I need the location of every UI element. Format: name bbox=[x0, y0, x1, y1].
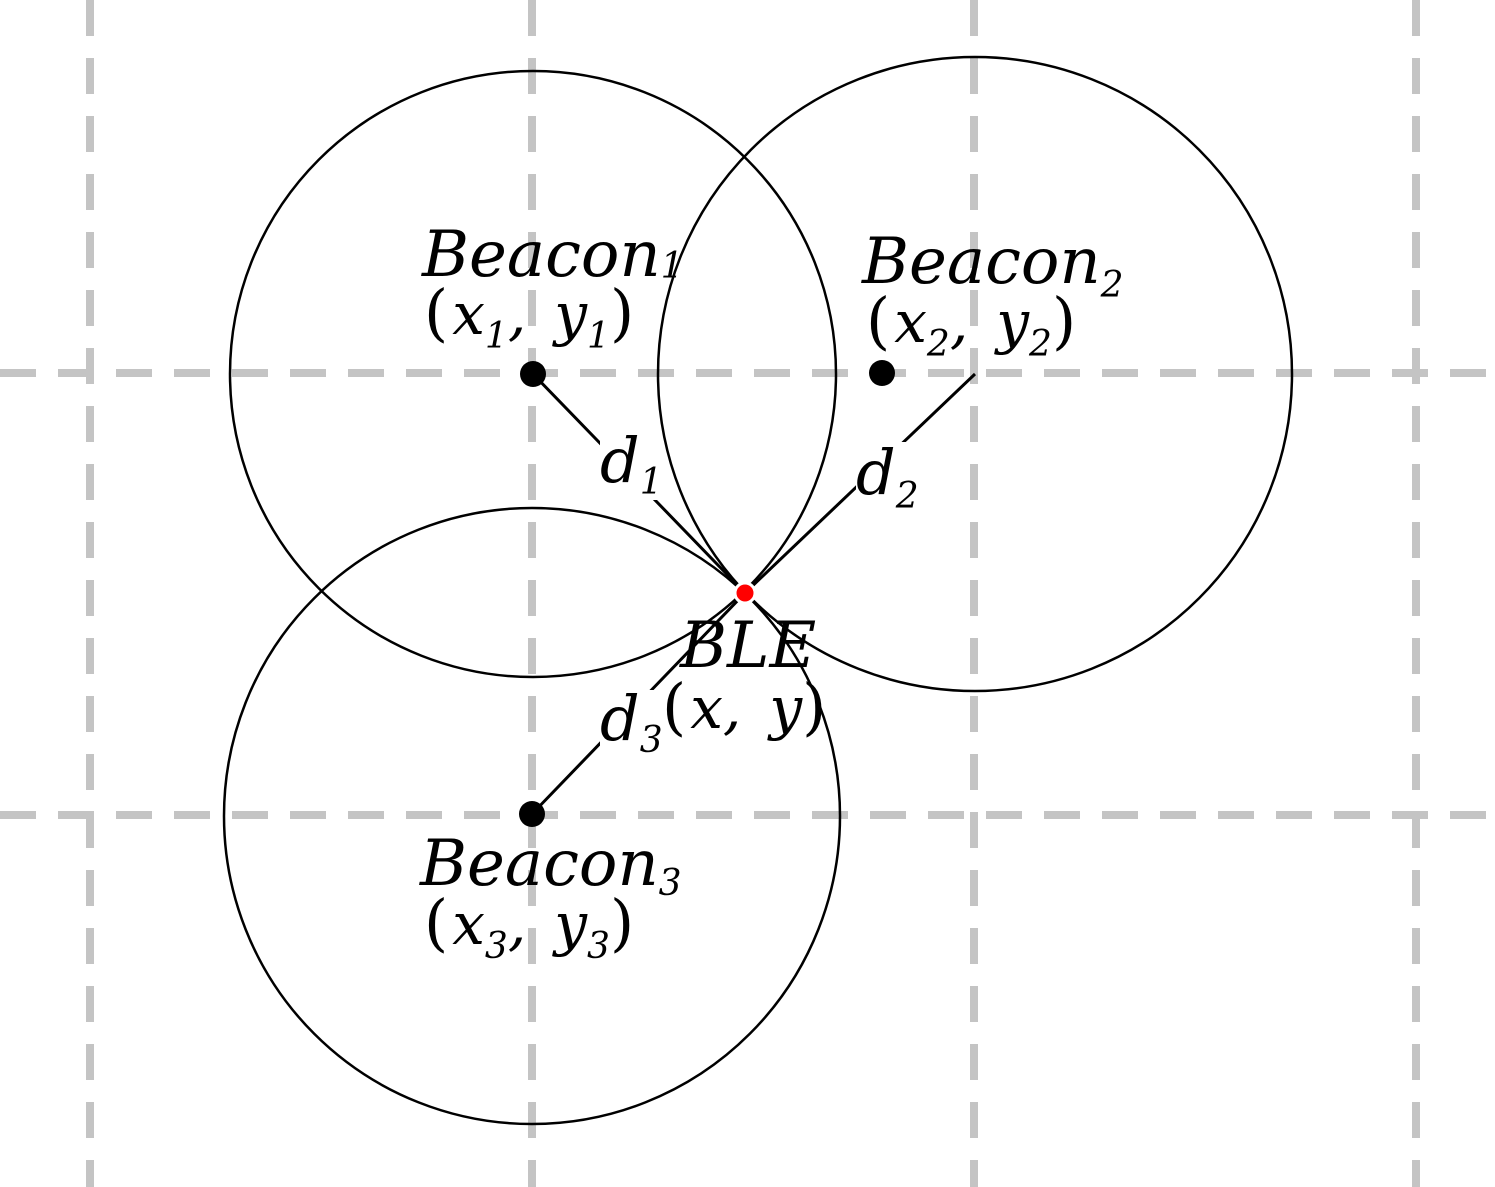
beacon-2-point bbox=[869, 360, 895, 386]
distance-symbol: d bbox=[600, 424, 640, 497]
distance-label-1: d1 bbox=[600, 424, 663, 503]
y-symbol: y bbox=[551, 280, 588, 348]
open-paren: ( bbox=[424, 276, 448, 349]
receiver-coordinates: (x, y) bbox=[662, 670, 826, 743]
distance-symbol: d bbox=[856, 436, 896, 509]
x-subscript: 1 bbox=[485, 316, 508, 357]
comma: , bbox=[508, 280, 526, 348]
x-symbol: x bbox=[452, 890, 485, 958]
x-subscript: 3 bbox=[485, 926, 508, 967]
receiver: BLE (x, y) bbox=[662, 581, 826, 743]
beacon-index: 2 bbox=[1100, 265, 1124, 306]
distance-subscript: 1 bbox=[640, 462, 663, 503]
y-subscript: 3 bbox=[587, 926, 610, 967]
beacon-name: Beacon bbox=[861, 225, 1101, 299]
open-paren: ( bbox=[866, 284, 890, 357]
beacon-2-name: Beacon2 bbox=[861, 225, 1124, 306]
y-subscript: 1 bbox=[587, 316, 610, 357]
beacon-3-point bbox=[519, 801, 545, 827]
close-paren: ) bbox=[802, 670, 826, 743]
x-symbol: x bbox=[690, 674, 723, 742]
beacon-index: 3 bbox=[659, 863, 682, 904]
beacon-name: Beacon bbox=[421, 218, 661, 292]
distance-symbol: d bbox=[600, 682, 640, 755]
beacon-3-name: Beacon3 bbox=[419, 827, 682, 904]
distance-subscript: 2 bbox=[895, 476, 919, 517]
comma: , bbox=[508, 890, 526, 958]
beacon-2-label: Beacon2 (x2,y2) bbox=[861, 225, 1124, 365]
open-paren: ( bbox=[424, 886, 448, 959]
y-symbol: y bbox=[993, 288, 1030, 356]
receiver-point bbox=[733, 581, 757, 605]
y-symbol: y bbox=[551, 890, 588, 958]
beacon-3-label: Beacon3 (x3,y3) bbox=[419, 827, 682, 967]
close-paren: ) bbox=[610, 886, 634, 959]
close-paren: ) bbox=[1052, 284, 1076, 357]
beacon-points bbox=[519, 360, 895, 827]
beacon-3-range-circle bbox=[222, 506, 842, 1126]
comma: , bbox=[950, 288, 968, 356]
x-symbol: x bbox=[894, 288, 927, 356]
beacon-2-range-circle bbox=[656, 55, 1294, 693]
beacon-name: Beacon bbox=[419, 827, 659, 901]
beacon-1-coordinates: (x1,y1) bbox=[424, 276, 634, 357]
beacon-1-label: Beacon1 (x1,y1) bbox=[421, 218, 684, 357]
receiver-name: BLE bbox=[679, 609, 816, 683]
beacon-1-range-circle bbox=[228, 69, 838, 679]
y-symbol: y bbox=[766, 674, 803, 742]
distance-label-2: d2 bbox=[856, 436, 919, 517]
comma: , bbox=[723, 674, 741, 742]
distance-labels: d1 d2 d3 bbox=[600, 424, 919, 762]
beacon-1-point bbox=[520, 361, 546, 387]
y-subscript: 2 bbox=[1028, 324, 1052, 365]
beacon-index: 1 bbox=[661, 246, 684, 287]
distance-label-1-backing bbox=[600, 430, 658, 500]
distance-label-3-backing bbox=[600, 690, 660, 762]
distance-subscript: 3 bbox=[640, 720, 663, 761]
beacon-1-name: Beacon1 bbox=[421, 218, 684, 292]
distance-label-2-backing bbox=[856, 442, 916, 514]
x-symbol: x bbox=[452, 280, 485, 348]
distance-label-3: d3 bbox=[600, 682, 663, 761]
close-paren: ) bbox=[610, 276, 634, 349]
beacon-2-coordinates: (x2,y2) bbox=[866, 284, 1076, 365]
range-circles bbox=[222, 55, 1294, 1126]
x-subscript: 2 bbox=[926, 324, 950, 365]
open-paren: ( bbox=[662, 670, 686, 743]
beacon-3-coordinates: (x3,y3) bbox=[424, 886, 634, 967]
